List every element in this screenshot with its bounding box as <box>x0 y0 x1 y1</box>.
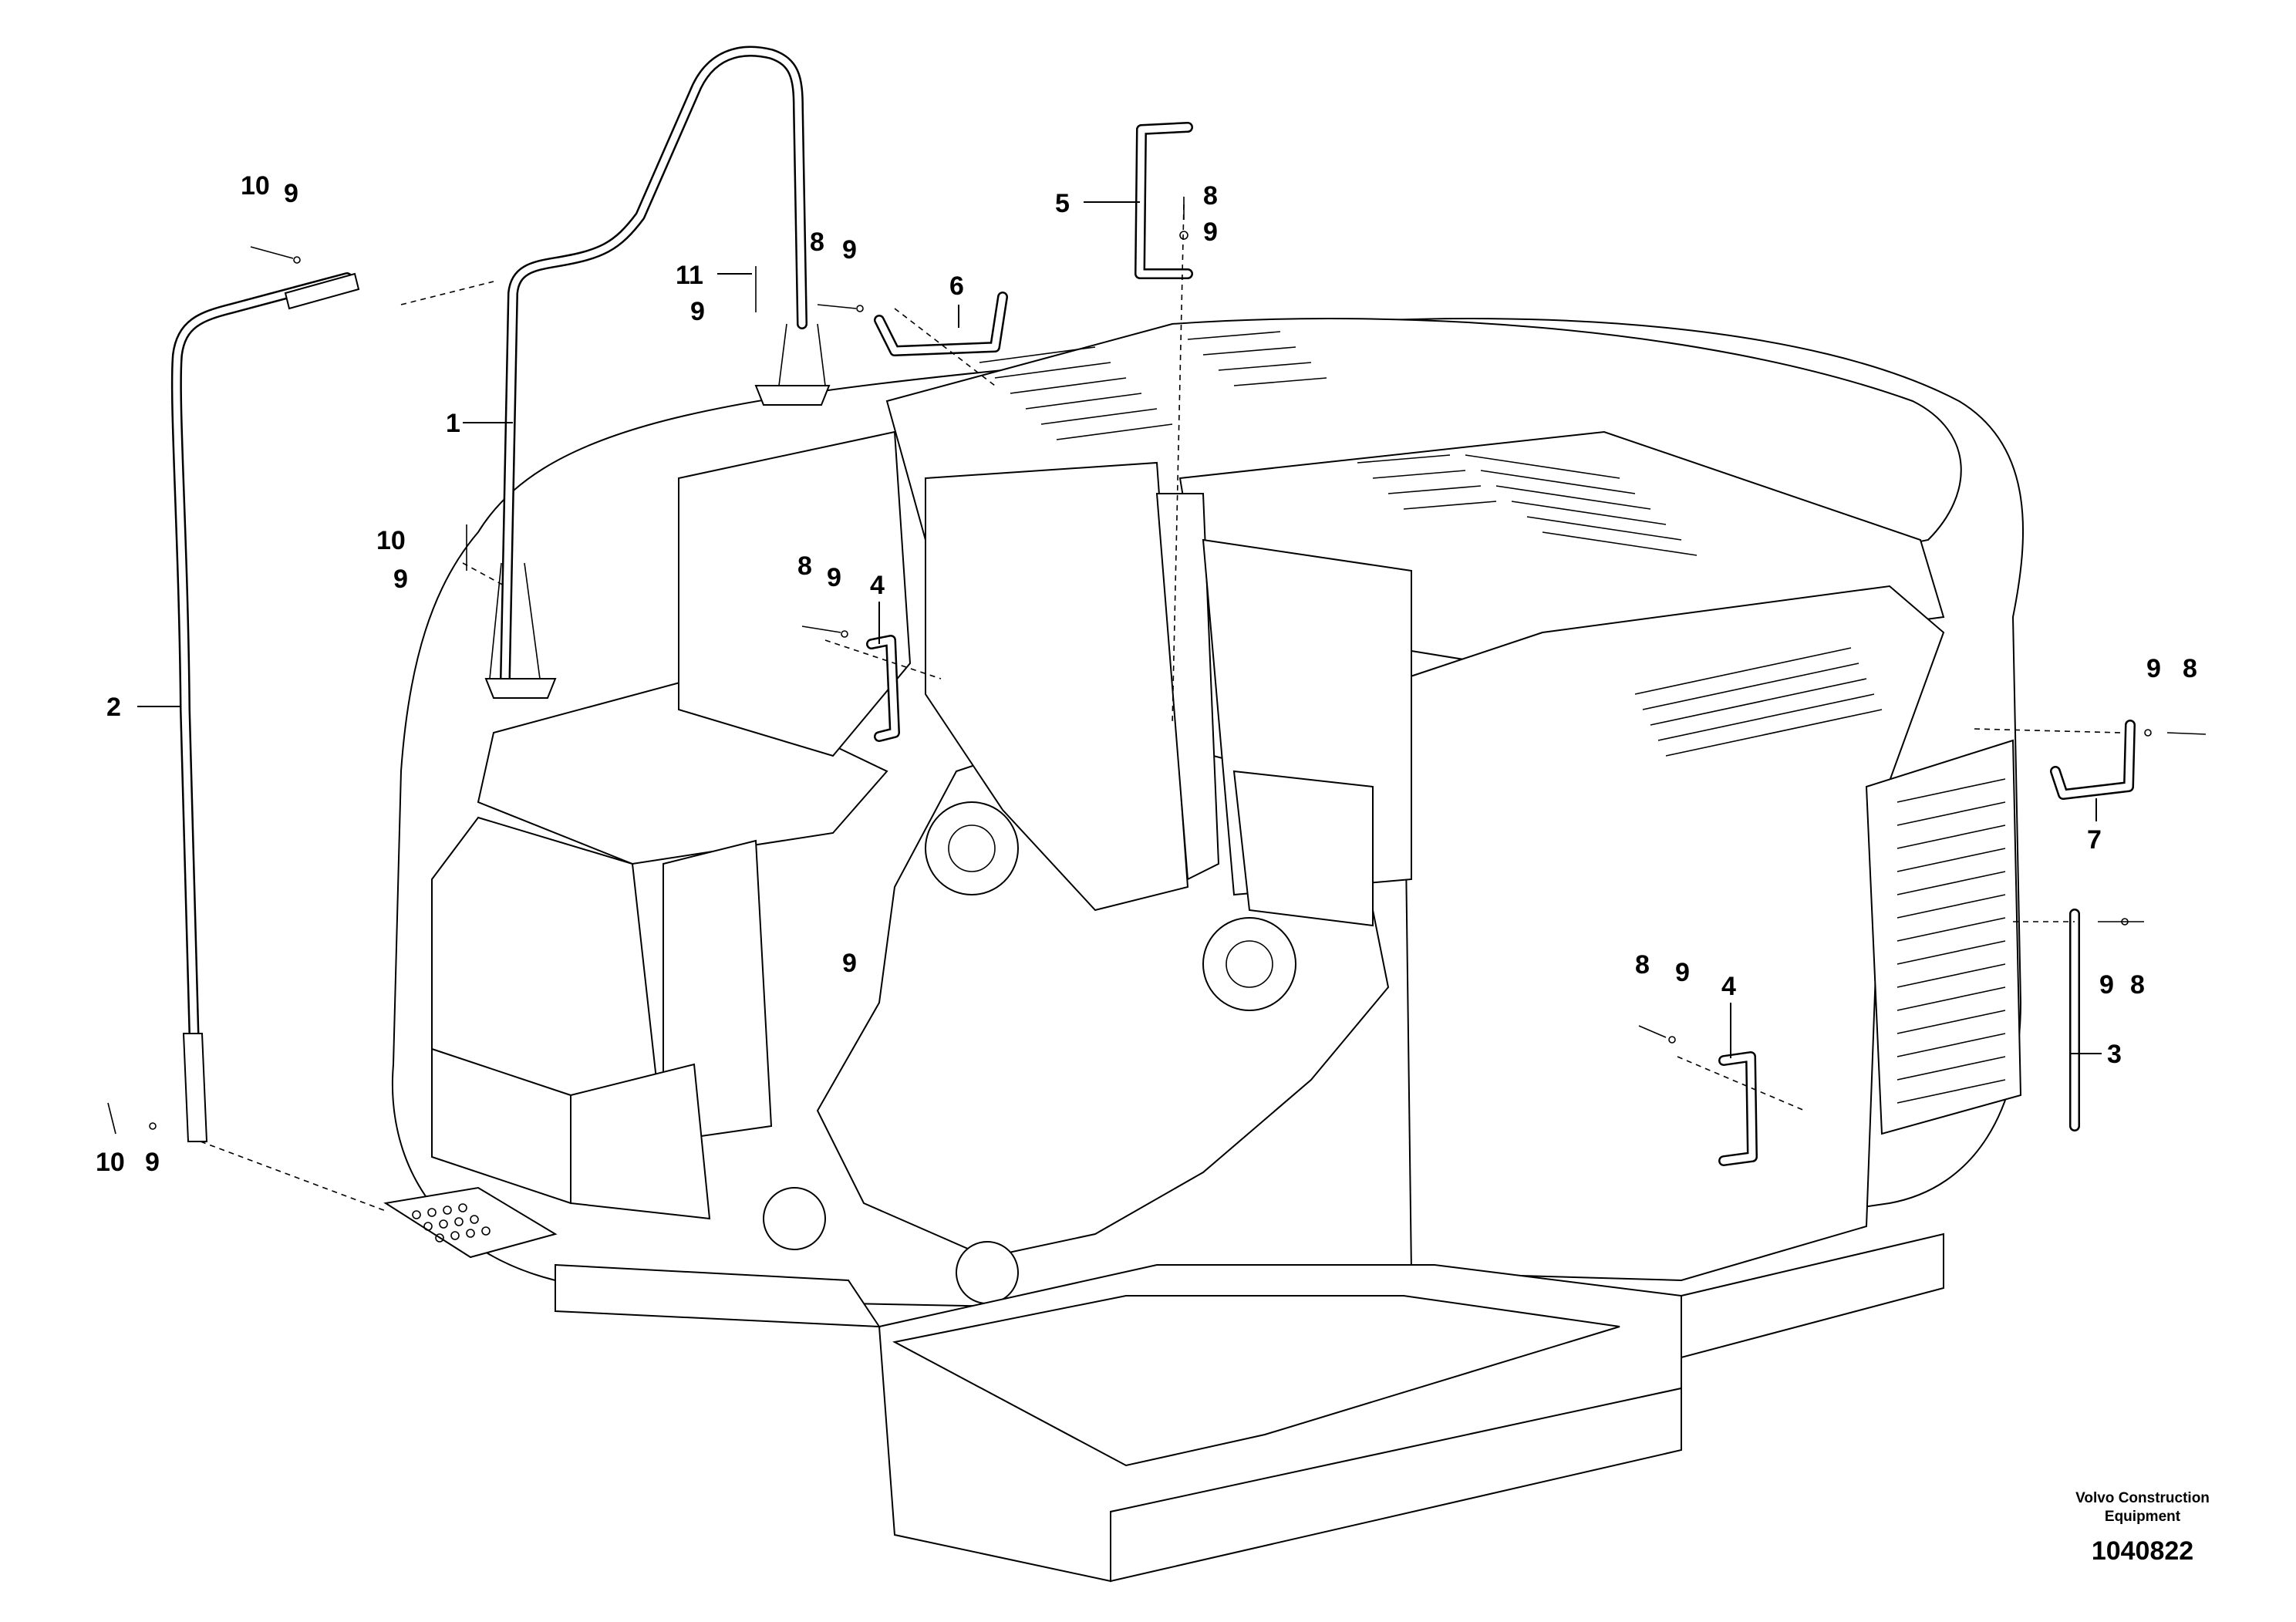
callout-8-right-upper: 8 <box>2183 654 2197 683</box>
callouts: 1 2 3 4 4 5 6 7 8 8 8 8 8 8 9 9 9 9 9 9 … <box>96 171 2197 1177</box>
callout-9-i: 9 <box>2099 970 2114 1000</box>
callout-9-e: 9 <box>393 565 408 594</box>
step-tread <box>412 1203 491 1243</box>
callout-9-d: 9 <box>284 179 298 208</box>
callout-8-lower: 8 <box>1635 950 1650 980</box>
callout-5: 5 <box>1055 189 1070 218</box>
handle-6 <box>874 292 1008 356</box>
machine-body <box>383 318 2025 1583</box>
credit-line-2: Equipment <box>2105 1509 2181 1525</box>
callout-9-g: 9 <box>1675 958 1690 987</box>
callout-4-left: 4 <box>870 571 885 600</box>
callout-4-right: 4 <box>1721 972 1736 1001</box>
handle-5 <box>1135 122 1193 279</box>
callout-7: 7 <box>2087 825 2102 855</box>
assembly-lines <box>200 204 2122 1212</box>
callout-11: 11 <box>676 261 703 290</box>
handle-7 <box>2050 720 2136 800</box>
handle-4-left <box>866 635 900 742</box>
fasteners <box>107 197 2207 1135</box>
handrail-1 <box>484 46 831 699</box>
callout-9-j: 9 <box>145 1148 160 1177</box>
callout-2: 2 <box>106 693 121 722</box>
handrail-2 <box>170 272 494 1142</box>
callout-1: 1 <box>446 409 460 438</box>
handle-4-right <box>1718 1051 1758 1166</box>
callout-3: 3 <box>2107 1040 2122 1069</box>
callout-10-mid: 10 <box>376 526 406 555</box>
callout-10-bottom: 10 <box>96 1148 125 1177</box>
callout-8-left: 8 <box>797 551 812 581</box>
hood-vent-slots <box>979 331 1883 757</box>
callout-9-a: 9 <box>1203 218 1218 247</box>
radiator-grille-slots <box>1896 778 2006 1104</box>
callout-9-b: 9 <box>842 235 857 265</box>
callout-8-mid: 8 <box>810 228 824 257</box>
callout-8-top: 8 <box>1203 181 1218 211</box>
callout-8-right-lower: 8 <box>2130 970 2145 1000</box>
callout-9-k: 9 <box>842 949 857 978</box>
title-block: Volvo Construction Equipment 1040822 <box>2075 1490 2210 1566</box>
callout-9-c: 9 <box>690 297 705 326</box>
document-number: 1040822 <box>2092 1536 2193 1566</box>
callout-6: 6 <box>949 271 964 301</box>
callout-9-f: 9 <box>827 563 841 592</box>
callout-9-h: 9 <box>2146 654 2161 683</box>
callout-10-top: 10 <box>241 171 270 201</box>
credit-line-1: Volvo Construction <box>2075 1490 2210 1506</box>
leader-lines <box>137 201 2102 1058</box>
